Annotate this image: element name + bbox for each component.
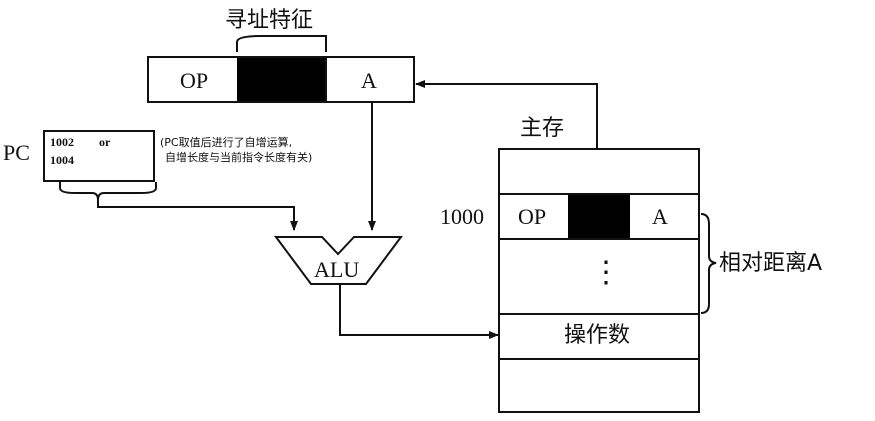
memory-op-label: OP [518,204,547,229]
pc-label: PC [3,140,30,165]
pc-to-alu-line [97,200,298,231]
operand-label: 操作数 [564,323,631,348]
pc-or-word: or [99,135,111,149]
pc-note-line-2: 自增长度与当前指令长度有关) [165,151,313,164]
alu-label: ALU [314,257,360,282]
memory-address-label: 1000 [440,204,484,229]
main-memory [498,148,700,413]
memory-ellipsis: ⋮ [591,256,621,289]
instruction-op-label: OP [180,68,209,93]
addressing-feature-bracket [236,35,327,52]
relative-distance-label: 相对距离A [719,251,823,276]
memory-row-line-1 [498,193,700,195]
pc-value-2: 1004 [50,153,74,167]
memory-feature-field [568,195,630,238]
offset-brace [700,213,717,314]
alu-shape [274,236,403,285]
pc-bracket [59,182,157,201]
pc-register [43,130,155,182]
memory-row-line-2 [498,238,700,240]
instruction-divider [325,56,327,103]
pc-note-line-1: (PC取值后进行了自增运算, [160,136,293,149]
memory-addr-label: A [652,204,668,229]
memory-title: 主存 [520,116,565,141]
pc-value-1: 1002 [50,135,74,149]
addressing-feature-field [237,58,327,101]
alu-to-operand-line [339,284,499,339]
memory-row-line-4 [498,358,700,360]
instruction-addr-label: A [361,68,377,93]
addressing-feature-label: 寻址特征 [225,8,314,33]
memory-row-line-3 [498,313,700,315]
